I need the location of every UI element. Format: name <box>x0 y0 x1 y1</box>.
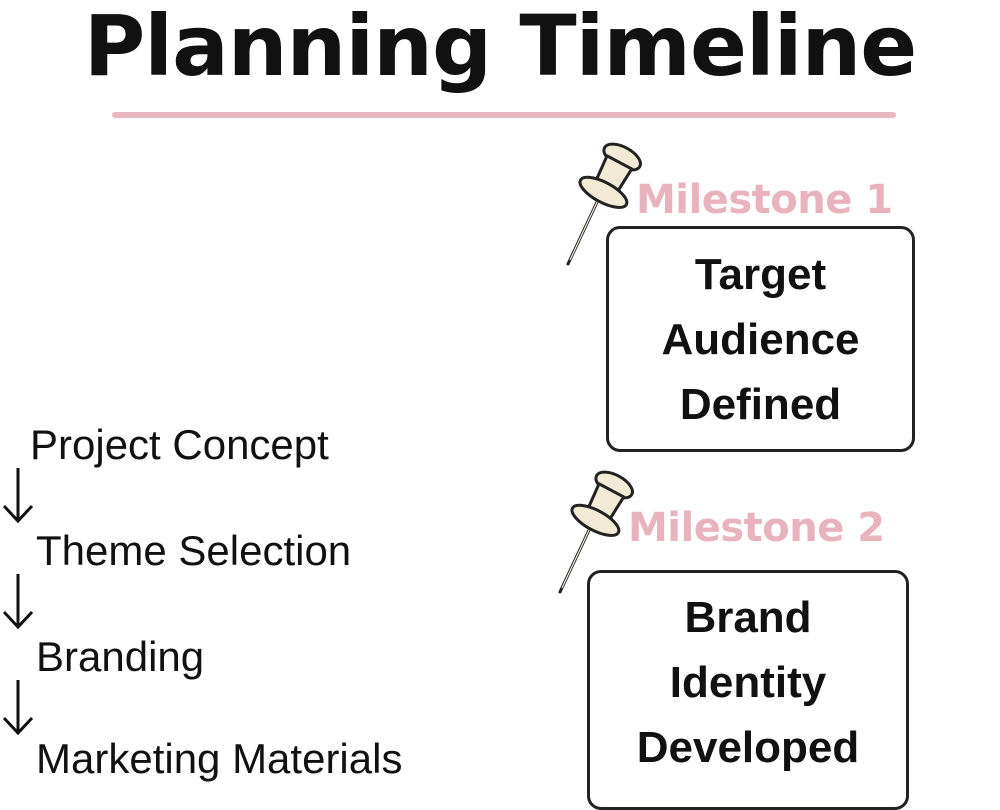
milestone-1-label: Milestone 1 <box>636 177 893 223</box>
arrow-down-icon <box>2 574 34 630</box>
milestone-1-line: Audience <box>661 314 860 364</box>
milestone-1-card: Target Audience Defined <box>606 226 915 452</box>
arrow-down-icon <box>2 468 34 524</box>
milestone-2-card: Brand Identity Developed <box>587 570 909 810</box>
milestone-2-line: Developed <box>636 723 860 772</box>
flow-step-theme-selection: Theme Selection <box>36 527 352 574</box>
flow-step-marketing-materials: Marketing Materials <box>36 735 403 782</box>
milestone-2-line: Brand <box>684 593 812 642</box>
milestone-2-label: Milestone 2 <box>628 505 885 551</box>
milestone-1-line: Defined <box>679 379 842 429</box>
arrow-down-icon <box>2 680 34 736</box>
milestone-2-line: Identity <box>669 658 827 707</box>
flow-step-project-concept: Project Concept <box>30 421 329 468</box>
page-title: Planning Timeline <box>83 0 918 95</box>
title-divider <box>112 112 896 118</box>
flow-step-branding: Branding <box>36 633 205 680</box>
push-pin-icon <box>566 142 642 266</box>
push-pin-icon <box>558 470 634 594</box>
milestone-1-line: Target <box>694 249 827 299</box>
